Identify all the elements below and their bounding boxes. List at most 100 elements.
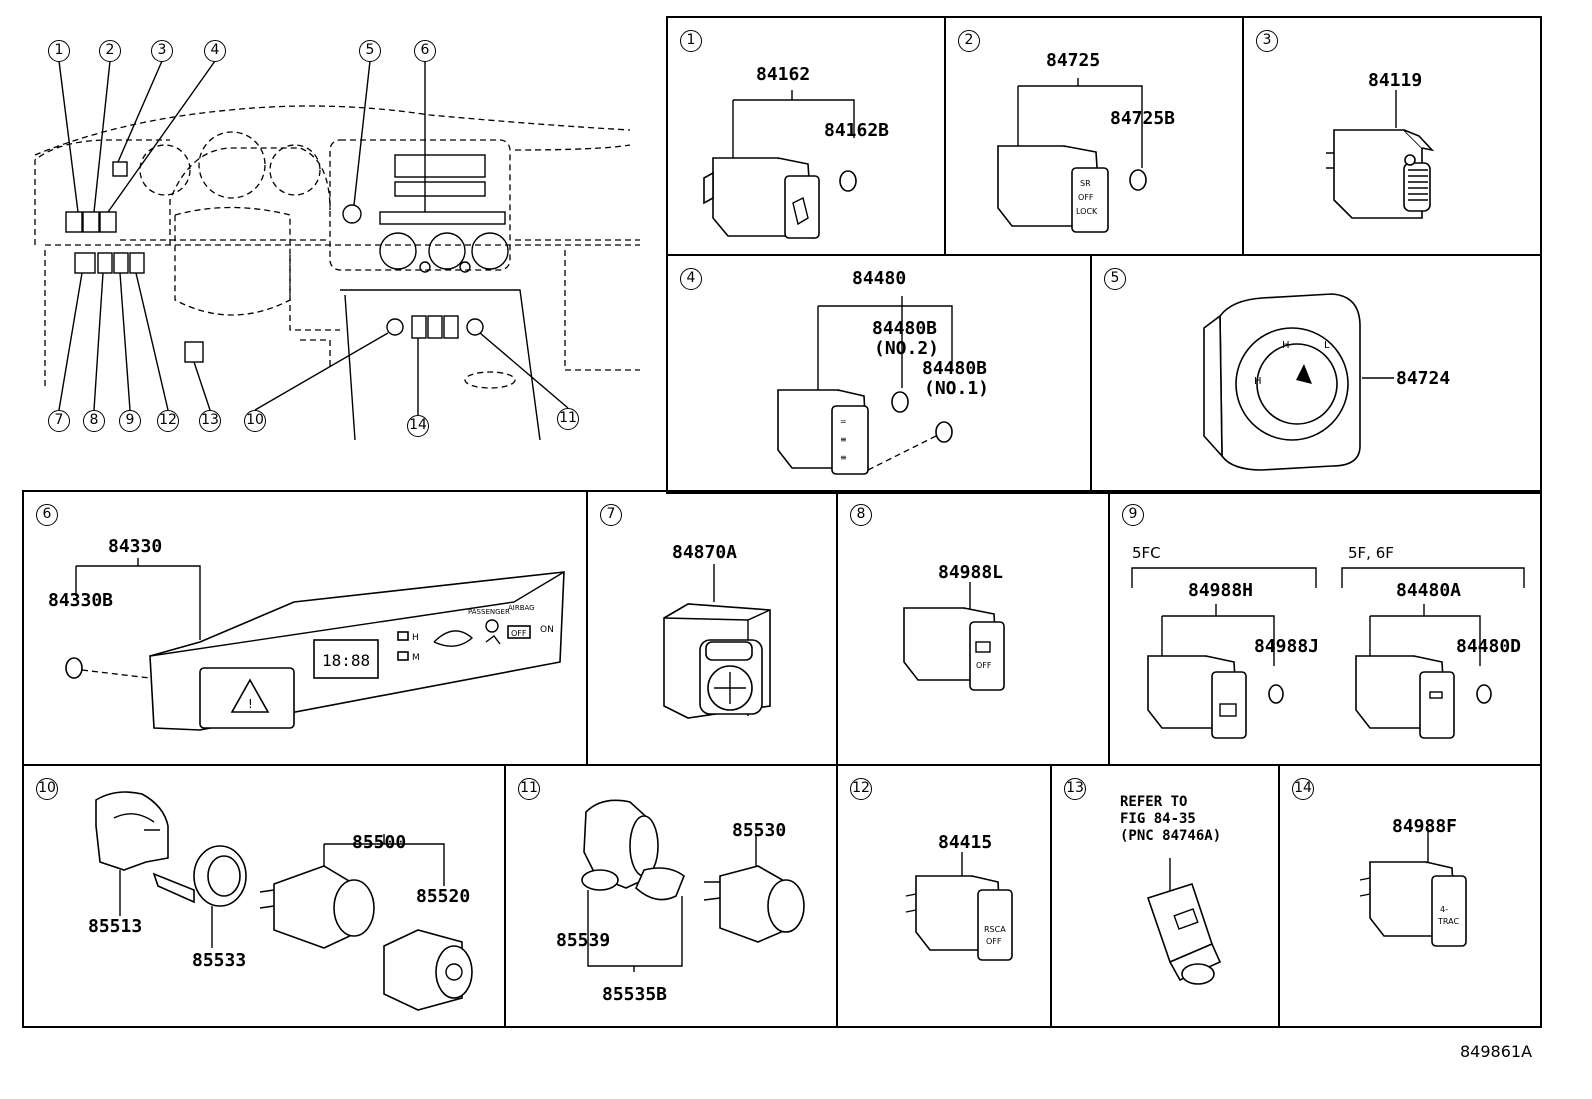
part-84480B-no1-note: (NO.1) bbox=[924, 378, 990, 399]
switch-drawing: RSCA OFF bbox=[905, 852, 1013, 961]
panel-13: 13 REFER TO FIG 84-35 (PNC 84746A) bbox=[1050, 764, 1280, 1028]
part-84480B-no2: 84480B bbox=[872, 318, 938, 339]
panel-13-number: 13 bbox=[1064, 778, 1086, 800]
part-84725B: 84725B bbox=[1110, 108, 1176, 129]
switch-face-text: SR bbox=[1080, 179, 1091, 188]
part-84480B-no2-note: (NO.2) bbox=[874, 338, 940, 359]
group-5fc: 5FC bbox=[1132, 544, 1161, 562]
panel-4-number: 4 bbox=[680, 268, 702, 290]
panel-12-number: 12 bbox=[850, 778, 872, 800]
dashboard-overview: 1 2 3 4 5 6 7 8 9 12 13 10 14 11 bbox=[0, 0, 680, 480]
switch-pair-drawing bbox=[1131, 567, 1525, 739]
part-85500: 85500 bbox=[352, 832, 407, 853]
part-84480D: 84480D bbox=[1456, 636, 1522, 657]
panel-5-number: 5 bbox=[1104, 268, 1126, 290]
part-84330B: 84330B bbox=[48, 590, 114, 611]
panel-8: OFF 8 84988L bbox=[836, 490, 1110, 766]
panel-10-number: 10 bbox=[36, 778, 58, 800]
part-84162: 84162 bbox=[756, 64, 811, 85]
airbag-off-label: OFF bbox=[511, 629, 527, 638]
svg-text:OFF: OFF bbox=[986, 937, 1002, 946]
hour-button-label: H bbox=[412, 633, 419, 643]
svg-text:TRAC: TRAC bbox=[1437, 917, 1459, 926]
overview-callout-13: 13 bbox=[199, 410, 221, 432]
svg-text:RSCA: RSCA bbox=[984, 925, 1006, 934]
part-85513: 85513 bbox=[88, 916, 143, 937]
part-84480B-no1: 84480B bbox=[922, 358, 988, 379]
overview-callout-2: 2 bbox=[99, 40, 121, 62]
minute-button-label: M bbox=[412, 653, 420, 663]
panel-4: = ≡ ≡ 4 84480 84480B (NO.2) 84480B (NO.1… bbox=[666, 254, 1092, 494]
knob-drawing: H H L bbox=[1203, 293, 1394, 471]
panel-6-number: 6 bbox=[36, 504, 58, 526]
svg-text:OFF: OFF bbox=[976, 661, 992, 670]
part-84988L: 84988L bbox=[938, 562, 1004, 583]
switch-drawing: OFF bbox=[903, 582, 1005, 691]
part-84480A: 84480A bbox=[1396, 580, 1462, 601]
panel-14: 4- TRAC 14 84988F bbox=[1278, 764, 1542, 1028]
switch-drawing: = ≡ ≡ bbox=[777, 296, 953, 475]
panel-7-number: 7 bbox=[600, 504, 622, 526]
panel-1-number: 1 bbox=[680, 30, 702, 52]
overview-callout-6: 6 bbox=[414, 40, 436, 62]
overview-callout-10: 10 bbox=[244, 410, 266, 432]
part-84330: 84330 bbox=[108, 536, 163, 557]
cigarette-lighter-drawing bbox=[95, 791, 473, 1011]
overview-callout-12: 12 bbox=[157, 410, 179, 432]
connector-drawing bbox=[1146, 858, 1222, 985]
switch-drawing bbox=[1326, 90, 1435, 219]
panel-2: SR OFF LOCK 2 84725 84725B bbox=[944, 16, 1244, 256]
svg-text:OFF: OFF bbox=[1078, 193, 1094, 202]
overview-callout-9: 9 bbox=[119, 410, 141, 432]
panel-6: ! 18:88 H M PASSENGER AIRBAG OFF ON 6 84… bbox=[22, 490, 588, 766]
panel-10: 10 85500 85513 85533 85520 bbox=[22, 764, 506, 1028]
figure-id: 849861A bbox=[1460, 1042, 1533, 1061]
panel-2-number: 2 bbox=[958, 30, 980, 52]
panel-8-number: 8 bbox=[850, 504, 872, 526]
part-84988H: 84988H bbox=[1188, 580, 1254, 601]
part-85530: 85530 bbox=[732, 820, 787, 841]
part-85539: 85539 bbox=[556, 930, 611, 951]
panel-7: 7 84870A bbox=[586, 490, 838, 766]
svg-text:=: = bbox=[840, 417, 847, 426]
panel-12: RSCA OFF 12 84415 bbox=[836, 764, 1052, 1028]
dashboard-drawing bbox=[34, 60, 640, 441]
svg-text:H: H bbox=[1254, 376, 1262, 387]
part-84725: 84725 bbox=[1046, 50, 1101, 71]
overview-callout-1: 1 bbox=[48, 40, 70, 62]
overview-callout-11: 11 bbox=[557, 408, 579, 430]
airbag-label-1: PASSENGER bbox=[468, 608, 510, 616]
group-5f-6f: 5F, 6F bbox=[1348, 544, 1394, 562]
airbag-on-label: ON bbox=[540, 625, 554, 635]
svg-text:LOCK: LOCK bbox=[1076, 207, 1098, 216]
mirror-switch-drawing bbox=[663, 564, 771, 719]
panel-11: 11 85530 85539 85535B bbox=[504, 764, 838, 1028]
part-85533: 85533 bbox=[192, 950, 247, 971]
switch-drawing: SR OFF LOCK bbox=[997, 78, 1147, 233]
svg-text:H: H bbox=[1282, 340, 1290, 351]
part-84162B: 84162B bbox=[824, 120, 890, 141]
airbag-label-2: AIRBAG bbox=[508, 604, 535, 612]
part-85520: 85520 bbox=[416, 886, 471, 907]
panel-11-number: 11 bbox=[518, 778, 540, 800]
overview-callout-8: 8 bbox=[83, 410, 105, 432]
panel-14-number: 14 bbox=[1292, 778, 1314, 800]
svg-text:4-: 4- bbox=[1440, 905, 1448, 914]
overview-callout-14: 14 bbox=[407, 415, 429, 437]
panel-1: 1 84162 84162B bbox=[666, 16, 946, 256]
overview-callout-3: 3 bbox=[151, 40, 173, 62]
clock-display: 18:88 bbox=[322, 651, 370, 670]
switch-drawing bbox=[703, 90, 857, 239]
power-outlet-drawing bbox=[581, 799, 805, 972]
panel-9: 9 5FC 5F, 6F 84988H 84988J 84480A 84480D bbox=[1108, 490, 1542, 766]
panel-3-number: 3 bbox=[1256, 30, 1278, 52]
part-84480: 84480 bbox=[852, 268, 907, 289]
part-84724: 84724 bbox=[1396, 368, 1451, 389]
overview-callout-7: 7 bbox=[48, 410, 70, 432]
overview-callout-4: 4 bbox=[204, 40, 226, 62]
panel-3: 3 84119 bbox=[1242, 16, 1542, 256]
overview-callout-5: 5 bbox=[359, 40, 381, 62]
svg-text:L: L bbox=[1324, 340, 1330, 351]
part-84119: 84119 bbox=[1368, 70, 1423, 91]
switch-drawing: 4- TRAC bbox=[1359, 828, 1467, 947]
